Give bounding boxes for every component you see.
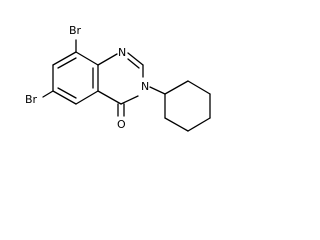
atom-br-top: Br [69,24,82,37]
molecule-diagram: Br Br N N O [0,0,212,153]
bond-c7-c8 [52,51,77,66]
bromo-substituents [42,39,77,98]
bond-cy1-cy2 [164,80,189,95]
bond-c4a-c5 [75,90,99,105]
bond-n3-cyclohexyl [149,86,166,95]
carbonyl-group [117,103,125,117]
bond-n1-c2 [127,52,144,66]
atom-br-left: Br [25,93,38,106]
atom-n3: N [141,80,149,93]
bond-inner-c5-c6 [57,87,77,99]
benzene-ring [52,51,99,105]
bond-cy2-cy3 [187,80,211,95]
bond-c8-c8a [75,51,99,66]
bond-c5-c6 [52,90,77,105]
atom-labels: Br Br N N O [25,24,149,131]
bond-c8a-n1 [97,53,118,66]
bond-n1-c2-double [127,58,140,69]
atom-n1: N [118,46,126,59]
bond-cy5-cy6 [164,117,189,132]
bond-c4-c4a [97,90,122,105]
atom-o: O [117,118,126,131]
bond-inner-c8-c7 [57,57,77,69]
pyrimidinone-ring [97,52,144,105]
cyclohexane-ring [164,80,211,132]
structure-drawing: Br Br N N O [25,24,211,132]
bond-n3-c4 [120,95,139,105]
bond-cy4-cy5 [187,117,211,132]
bond-c6-br [42,90,54,98]
